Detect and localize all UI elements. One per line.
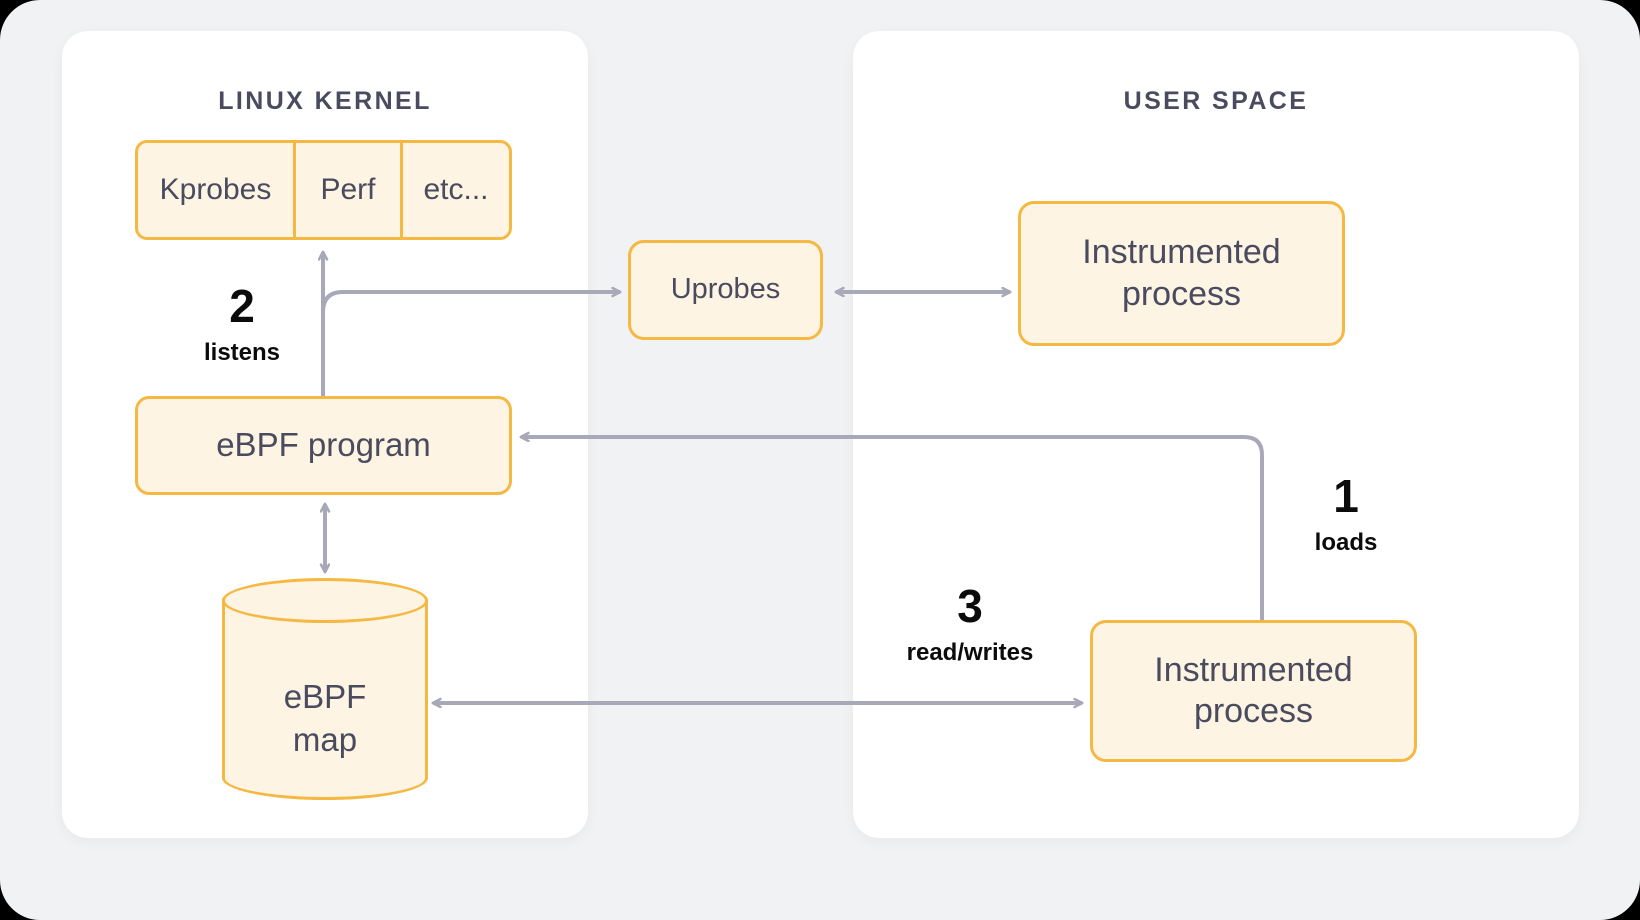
- cylinder-top-ellipse: [222, 578, 428, 623]
- panel-title-user-space: USER SPACE: [1123, 87, 1309, 115]
- process-top-line-2: process: [1121, 274, 1242, 313]
- node-instrumented-process-top[interactable]: Instrumented process: [1018, 201, 1345, 346]
- step-label-1-loads: 1 loads: [1283, 473, 1409, 555]
- node-kernel-probes[interactable]: Kprobes Perf etc...: [135, 140, 512, 240]
- panel-title-linux-kernel: LINUX KERNEL: [218, 87, 432, 115]
- ebpf-map-line-2: map: [292, 721, 358, 758]
- node-uprobes[interactable]: Uprobes: [628, 240, 823, 340]
- probe-cell-etc[interactable]: etc...: [423, 172, 489, 206]
- step-label-2-listens: 2 listens: [176, 283, 308, 365]
- node-ebpf-map[interactable]: eBPF map: [222, 578, 428, 800]
- step-label-3-read-writes: 3 read/writes: [884, 583, 1056, 665]
- step-3-caption: read/writes: [906, 639, 1034, 666]
- step-2-caption: listens: [203, 339, 281, 366]
- cylinder-body: [222, 600, 428, 800]
- step-3-number: 3: [957, 580, 983, 632]
- node-ebpf-map-label: eBPF map: [222, 638, 428, 800]
- ebpf-map-line-1: eBPF: [283, 678, 367, 716]
- probe-cell-perf[interactable]: Perf: [296, 143, 403, 237]
- step-1-caption: loads: [1314, 529, 1378, 556]
- process-bottom-line-2: process: [1193, 692, 1314, 730]
- process-bottom-line-1: Instrumented: [1154, 650, 1353, 689]
- process-top-line-1: Instrumented: [1082, 233, 1281, 272]
- step-1-number: 1: [1333, 470, 1359, 522]
- step-2-number: 2: [229, 280, 255, 332]
- node-ebpf-program[interactable]: eBPF program: [135, 396, 512, 495]
- node-instrumented-process-bottom[interactable]: Instrumented process: [1090, 620, 1417, 762]
- probe-cell-kprobes[interactable]: Kprobes: [138, 143, 296, 237]
